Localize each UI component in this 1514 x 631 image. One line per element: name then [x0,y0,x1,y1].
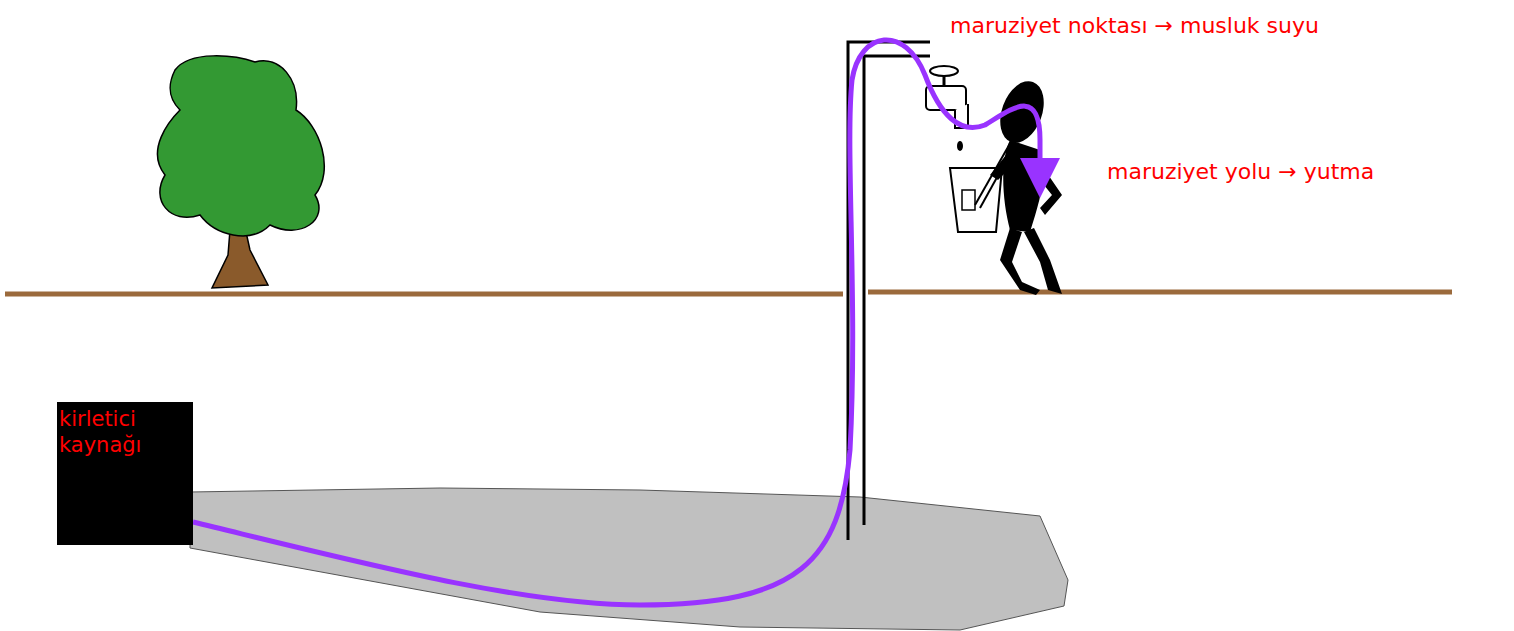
ground-line [5,292,843,297]
contaminant-plume [190,488,1068,630]
annotation: maruziyet noktası → musluk suyu [950,12,1319,40]
tree [157,56,324,288]
exposure-pathway [193,40,1040,605]
ground-line [868,290,1452,295]
annotation: maruziyet yolu → yutma [1107,158,1374,186]
source-box: kirletici kaynağı [57,402,193,545]
node-label: kirletici kaynağı [57,402,193,462]
well-pipe [848,42,930,540]
faucet [926,66,968,151]
